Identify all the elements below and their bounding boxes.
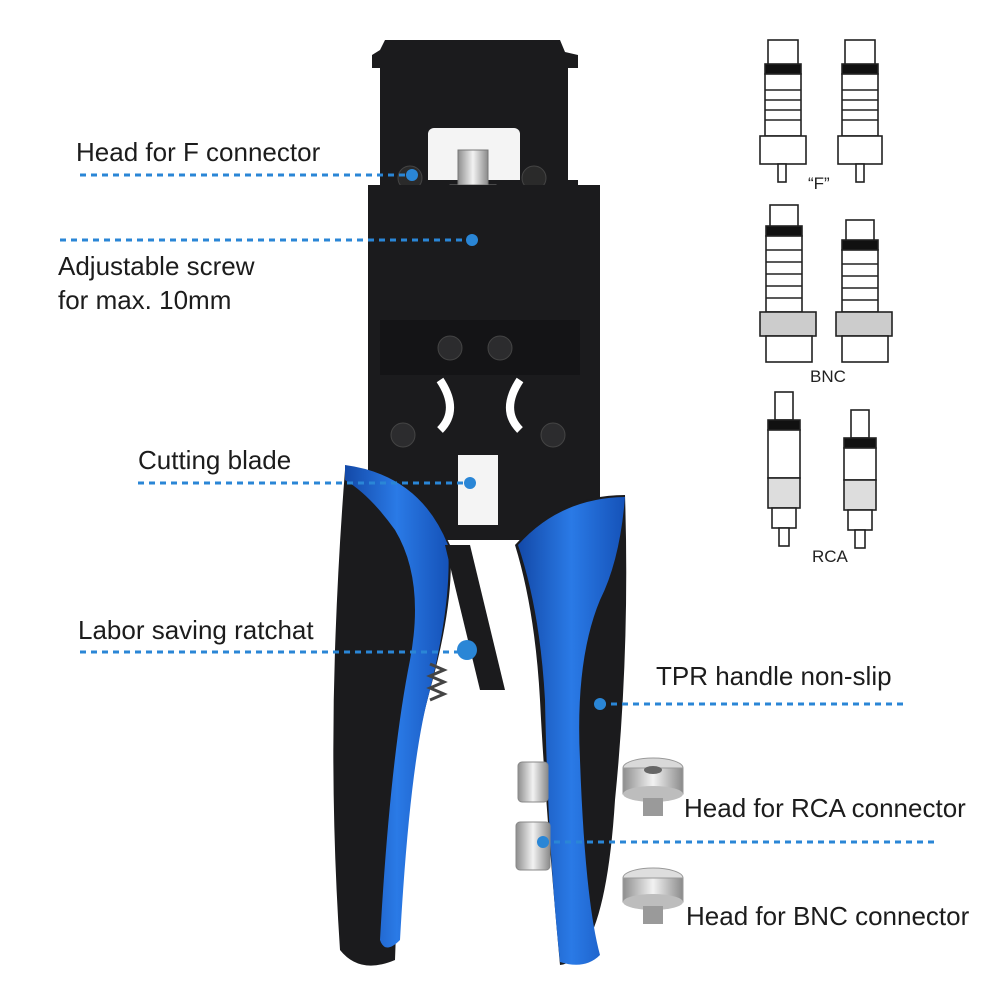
tool-body: [368, 185, 600, 540]
f-connector-drawing: [759, 39, 883, 183]
rca-connector-caption: RCA: [812, 547, 848, 566]
screw-label-line2: for max. 10mm: [58, 285, 232, 315]
rca-head-label: Head for RCA connector: [684, 793, 966, 823]
f-connector-caption: “F”: [808, 174, 830, 193]
f-head-label: Head for F connector: [76, 137, 321, 167]
connector-diagrams: [759, 39, 893, 549]
bnc-head-part: [622, 867, 684, 924]
bnc-connector-drawing: [759, 204, 893, 363]
bnc-connector-caption: BNC: [810, 367, 846, 386]
bnc-head-label: Head for BNC connector: [686, 901, 970, 931]
rca-head-part: [622, 757, 684, 816]
handle-spare-heads: [515, 761, 551, 871]
leader-lines: [60, 173, 935, 844]
rca-connector-drawing: [767, 391, 877, 549]
right-handle: [515, 495, 627, 965]
handle-label: TPR handle non-slip: [656, 661, 892, 691]
leader-dots: [406, 169, 606, 848]
ratchet-label: Labor saving ratchat: [78, 615, 314, 645]
blade-label: Cutting blade: [138, 445, 292, 475]
left-handle: [333, 465, 451, 966]
screw-label-line1: Adjustable screw: [58, 251, 255, 281]
